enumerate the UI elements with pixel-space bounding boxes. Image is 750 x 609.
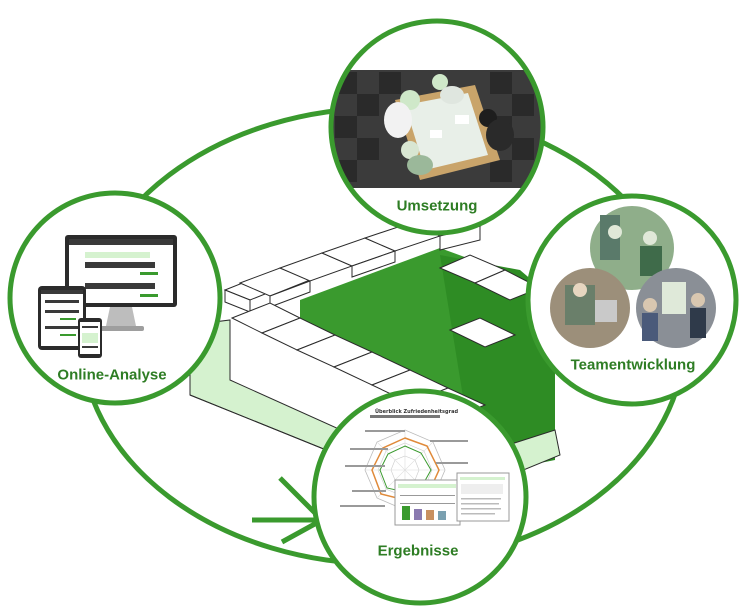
- node-online-analyse-circle: [7, 190, 223, 406]
- radar-chart-graphic: [364, 429, 446, 511]
- node-umsetzung-circle: [328, 18, 546, 236]
- label-umsetzung: Umsetzung: [396, 197, 478, 215]
- cycle-arrow-icon: [252, 476, 327, 545]
- team-meeting-photo: [331, 70, 543, 188]
- label-ergebnisse: Ergebnisse: [377, 542, 459, 560]
- results-report: [340, 415, 510, 526]
- node-ergebnisse-circle: [311, 388, 529, 606]
- teamwork-photos: [550, 206, 716, 348]
- label-teamentwicklung: Teamentwicklung: [570, 356, 696, 374]
- report-title: Überblick Zufriedenheitsgrad: [375, 409, 459, 415]
- label-online-analyse: Online-Analyse: [57, 366, 167, 384]
- devices-mockup: [38, 235, 177, 358]
- node-teamentwicklung-circle: [525, 193, 739, 407]
